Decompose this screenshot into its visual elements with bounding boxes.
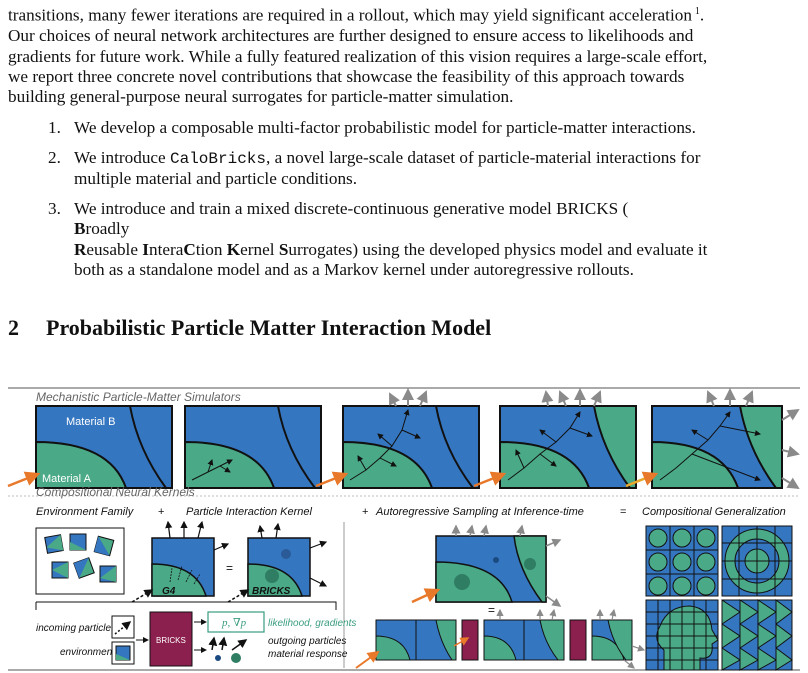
sim-panel-1: Material B Material A (7, 405, 173, 489)
paragraph-line-1: transitions, many fewer iterations are r… (8, 5, 705, 25)
comp-grid-circles (645, 525, 719, 597)
particle-kernel-label: Particle Interaction Kernel (186, 506, 313, 518)
comp-triangles (721, 599, 793, 671)
paragraph-line-3: gradients for future work. While a fully… (8, 46, 708, 66)
intro-paragraph: transitions, many fewer iterations are r… (8, 2, 800, 108)
mech-title: Mechanistic Particle-Matter Simulators (36, 390, 241, 404)
comp-target (721, 525, 793, 597)
environment-family-box (35, 527, 125, 595)
sim-panel-5 (625, 388, 800, 490)
bricks-box-label: BRICKS (156, 636, 186, 645)
compositional-label: Compositional Generalization (642, 506, 786, 518)
equals-sign: = (226, 561, 233, 575)
equals-sign: = (488, 603, 495, 617)
sim-panel-4 (473, 388, 637, 489)
bricks-kernel: BRICKS (227, 522, 328, 603)
sim-panel-2 (184, 405, 322, 489)
environment-label: environment (60, 647, 116, 658)
material-a-label: Material A (42, 473, 92, 485)
outgoing-label: outgoing particles (268, 636, 346, 647)
bricks-italic-label: BRICKS (252, 586, 291, 597)
likelihood-label: likelihood, gradients (268, 618, 356, 629)
plus-sign: + (362, 506, 368, 518)
likelihood-symbol: p, ∇p (221, 617, 247, 629)
sim-panel-3 (315, 388, 480, 489)
figure: Mechanistic Particle-Matter Simulators M… (7, 387, 800, 671)
incoming-particle-label: incoming particle (36, 623, 111, 634)
material-b-label: Material B (66, 416, 116, 428)
compositional-title: Compositional Neural Kernels (36, 485, 195, 499)
footnote-marker[interactable]: 1 (694, 6, 700, 17)
autoregressive-label: Autoregressive Sampling at Inference-tim… (375, 506, 584, 518)
g4-label: G4 (162, 586, 176, 597)
plus-sign: + (158, 506, 164, 518)
autoregressive-box: = (411, 524, 562, 617)
env-family-label: Environment Family (36, 506, 135, 518)
paragraph-line-4: we report three concrete novel contribut… (8, 66, 685, 86)
autoregressive-chain (355, 608, 646, 669)
paragraph-line-5: building general-purpose neural surrogat… (8, 87, 514, 107)
list-item: 1.We develop a composable multi-factor p… (48, 118, 696, 137)
material-response-label: material response (268, 649, 348, 660)
comp-head-profile (645, 599, 719, 671)
equals-sign: = (620, 506, 626, 518)
g4-kernel: G4 (131, 520, 230, 603)
dataset-name: CaloBricks (169, 150, 266, 168)
paragraph-line-2: Our choices of neural network architectu… (8, 26, 694, 46)
list-item: 2.We introduce CaloBricks, a novel large… (48, 148, 701, 189)
list-item: 3.We introduce and train a mixed discret… (48, 199, 708, 280)
